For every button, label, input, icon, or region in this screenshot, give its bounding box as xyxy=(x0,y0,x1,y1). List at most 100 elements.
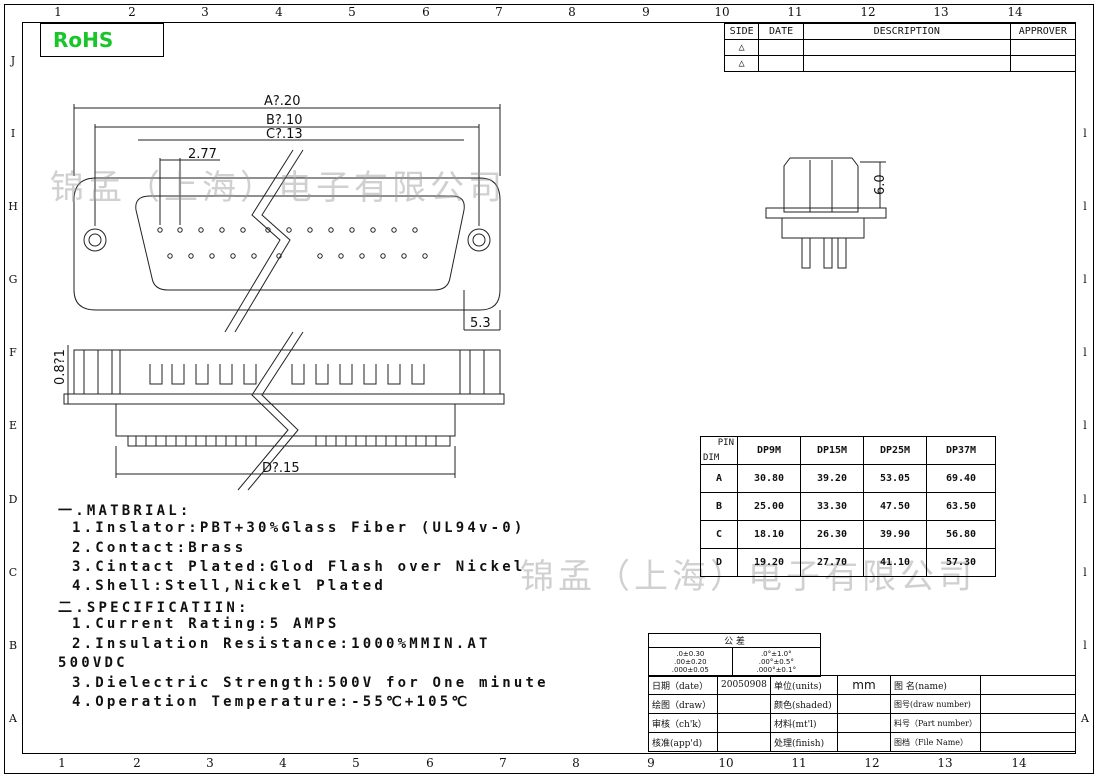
table-cell: 69.40 xyxy=(926,464,996,493)
spec-line: 1.Inslator:PBT+30%Glass Fiber (UL94v-0) xyxy=(72,520,526,536)
part-number-label: 料号（Part number） xyxy=(890,713,981,733)
tol-value: .0±0.30 xyxy=(676,650,705,658)
row-letter: l xyxy=(1083,273,1087,286)
col-num: 5 xyxy=(348,5,356,19)
corner-dim-label: DIM xyxy=(703,453,720,463)
spec-line: 4.Operation Temperature:-55℃+105℃ xyxy=(72,694,471,710)
table-cell: 53.05 xyxy=(863,464,927,493)
break-line-4 xyxy=(237,331,294,491)
col-num: 11 xyxy=(791,756,807,770)
col-num: 10 xyxy=(714,5,730,19)
col-num: 1 xyxy=(58,756,66,770)
row-letter: B xyxy=(8,639,18,652)
table-cell: 47.50 xyxy=(863,492,927,521)
tolerance-angular: .0°±1.0° .00°±0.5° .000°±0.1° xyxy=(731,647,822,677)
row-label: B xyxy=(700,492,738,521)
shaded-label: 颜色(shaded) xyxy=(770,694,838,714)
row-letter: D xyxy=(8,493,18,506)
break-line-1 xyxy=(234,149,304,333)
row-letter: C xyxy=(8,566,18,579)
col-num: 5 xyxy=(352,756,360,770)
file-name-label: 图档（File Name） xyxy=(890,732,981,752)
front-shell-outline xyxy=(73,177,501,311)
tolerance-table: 公 差 .0±0.30 .00±0.20 .000±0.05 .0°±1.0° … xyxy=(648,633,822,677)
row-letter: F xyxy=(9,346,17,359)
contact xyxy=(338,253,344,259)
dim-c-label: C?.13 xyxy=(266,127,303,142)
draw-number-value xyxy=(979,694,1077,714)
finish-label: 处理(finish) xyxy=(770,732,838,752)
dim-b-label: B?.10 xyxy=(266,113,303,128)
finish-value xyxy=(837,732,891,752)
rev-cell xyxy=(1009,55,1077,72)
tol-value: .000±0.05 xyxy=(671,666,709,674)
spec-line: 3.Dielectric Strength:500V for One minut… xyxy=(72,675,549,691)
table-cell: 41.10 xyxy=(863,548,927,577)
row-letter: A xyxy=(9,712,17,725)
table-cell: 63.50 xyxy=(926,492,996,521)
spec-line: 2.Contact:Brass xyxy=(72,540,247,556)
part-number-value xyxy=(979,713,1077,733)
row-letter: A xyxy=(1081,712,1089,725)
corner-pin-label: PIN xyxy=(717,438,734,448)
col-num: 8 xyxy=(572,756,580,770)
tol-value: .000°±0.1° xyxy=(756,666,797,674)
spec-line: 3.Cintact Plated:Glod Flash over Nickel xyxy=(72,559,526,575)
table-cell: 56.80 xyxy=(926,520,996,549)
col-header: DP25M xyxy=(863,436,927,465)
col-num: 14 xyxy=(1007,5,1023,19)
drawing-frame xyxy=(22,22,1076,754)
contact xyxy=(219,227,225,233)
contact xyxy=(251,253,257,259)
mini-body xyxy=(783,157,859,213)
contact xyxy=(349,227,355,233)
row-letter: G xyxy=(8,273,18,286)
date-value: 20050908 xyxy=(717,675,771,695)
check-label: 审核（ch'k） xyxy=(648,713,718,733)
name-label: 图 名(name) xyxy=(890,675,981,695)
dim-53-label: 5.3 xyxy=(470,316,491,331)
col-num: 3 xyxy=(206,756,214,770)
row-letter: I xyxy=(10,127,16,140)
table-cell: 39.90 xyxy=(863,520,927,549)
contact xyxy=(167,253,173,259)
side-pins xyxy=(135,436,437,446)
draw-label: 绘图（draw） xyxy=(648,694,718,714)
left-mount-hole xyxy=(83,228,107,252)
row-label: D xyxy=(700,548,738,577)
tolerance-header: 公 差 xyxy=(648,633,821,648)
left-mount-hole-inner xyxy=(88,233,102,247)
contact xyxy=(317,253,323,259)
table-cell: 19.20 xyxy=(737,548,801,577)
row-letter: l xyxy=(1083,639,1087,652)
col-num: 6 xyxy=(426,756,434,770)
name-value xyxy=(979,675,1077,695)
right-mount-hole-inner xyxy=(472,233,486,247)
contact xyxy=(209,253,215,259)
revision-table: SIDE DATE DESCRIPTION APPROVER △ △ xyxy=(723,23,1077,72)
col-num: 12 xyxy=(860,5,876,19)
table-cell: 26.30 xyxy=(800,520,864,549)
col-header: DP37M xyxy=(926,436,996,465)
contact xyxy=(412,227,418,233)
col-num: 3 xyxy=(201,5,209,19)
table-cell: 39.20 xyxy=(800,464,864,493)
tol-value: .0°±1.0° xyxy=(760,650,792,658)
spec-line: 2.Insulation Resistance:1000%MMIN.AT xyxy=(72,636,491,652)
file-name-value xyxy=(979,732,1077,752)
col-num: 11 xyxy=(787,5,803,19)
spec-line-material-heading: 一.MATBRIAL: xyxy=(58,503,192,519)
contact xyxy=(422,253,428,259)
approve-value xyxy=(717,732,771,752)
row-letter: l xyxy=(1083,346,1087,359)
shaded-value xyxy=(837,694,891,714)
side-insert-lower xyxy=(115,404,456,437)
col-num: 7 xyxy=(499,756,507,770)
tol-value: .00±0.20 xyxy=(673,658,707,666)
rev-side-marker: △ xyxy=(723,55,760,72)
side-pin-row xyxy=(127,435,451,447)
units-value: mm xyxy=(837,675,891,695)
table-cell: 57.30 xyxy=(926,548,996,577)
dimension-table: PIN DIM DP9M DP15M DP25M DP37M A 30.80 3… xyxy=(700,436,996,577)
rohs-badge: RoHS xyxy=(40,23,164,57)
